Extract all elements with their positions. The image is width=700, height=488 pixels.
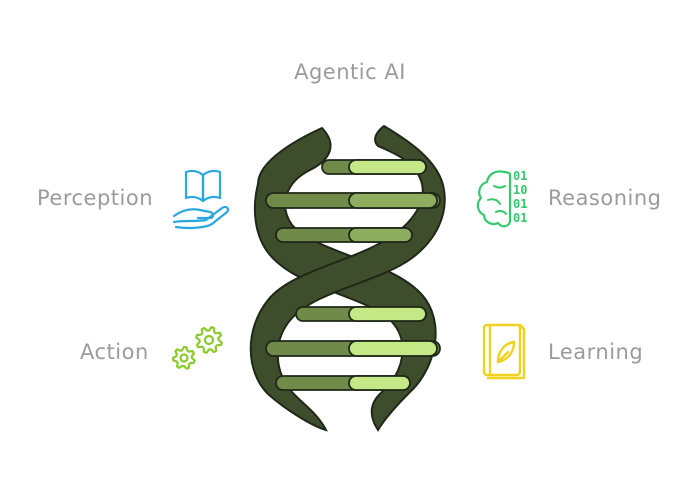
binary-digits-row-1: 01 (513, 169, 527, 183)
learning-label: Learning (548, 340, 644, 364)
gear-small (171, 345, 196, 370)
diagram-title: Agentic AI (294, 60, 406, 84)
perception-label: Perception (37, 186, 154, 210)
book-leaf-icon (482, 323, 526, 380)
brain-binary-icon: 01 10 01 01 (476, 169, 527, 228)
action-label: Action (80, 340, 149, 364)
binary-digits-row-3: 01 (513, 197, 527, 211)
binary-digits-row-4: 01 (513, 211, 527, 225)
helix-rungs-lower (265, 306, 441, 391)
helix-rungs-upper (265, 159, 441, 243)
gear-large (195, 326, 223, 354)
book-hand-icon (172, 169, 230, 230)
gears-icon (171, 326, 223, 370)
dna-helix (249, 124, 446, 432)
reasoning-label: Reasoning (548, 186, 662, 210)
binary-digits-row-2: 10 (513, 183, 527, 197)
helix-strand-front (249, 124, 446, 432)
